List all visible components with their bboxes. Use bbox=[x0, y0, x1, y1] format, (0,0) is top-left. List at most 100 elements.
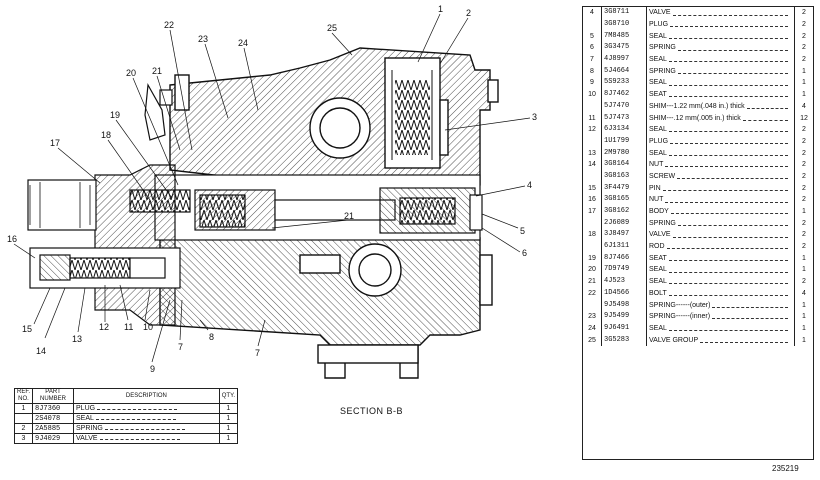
callout-12: 12 bbox=[99, 322, 109, 332]
leader-dashes bbox=[712, 302, 789, 308]
description-text: SEAL bbox=[76, 415, 94, 422]
part-description: PLUG bbox=[73, 403, 220, 414]
leader-dashes bbox=[668, 325, 788, 332]
part-number: 2S4078 bbox=[32, 413, 75, 424]
description-text: SEAL bbox=[649, 79, 667, 87]
leader-dashes bbox=[668, 278, 788, 285]
callout-18: 18 bbox=[101, 130, 111, 140]
part-description: ROD bbox=[647, 241, 795, 253]
part-description: SCREW bbox=[647, 171, 795, 183]
part-description: SEAT bbox=[647, 252, 795, 264]
part-description: PLUG bbox=[647, 136, 795, 148]
ref-number: 2 bbox=[13, 423, 34, 434]
quantity: 1 bbox=[218, 433, 239, 444]
ref-number bbox=[583, 299, 602, 311]
quantity: 1 bbox=[794, 310, 813, 323]
ref-number bbox=[583, 135, 602, 148]
callout-7: 7 bbox=[255, 348, 260, 358]
part-number: 3G8162 bbox=[601, 205, 647, 218]
quantity: 1 bbox=[794, 88, 813, 101]
part-number: 6J3134 bbox=[601, 123, 647, 136]
leader-dashes bbox=[742, 115, 788, 121]
description-text: SEAL bbox=[649, 149, 667, 157]
document-number: 235219 bbox=[772, 464, 799, 473]
part-number: 2J6089 bbox=[601, 217, 647, 230]
ref-number: 24 bbox=[583, 322, 602, 335]
description-text: SPRING------(inner) bbox=[649, 313, 711, 321]
quantity: 1 bbox=[794, 299, 813, 311]
part-number: 7M8485 bbox=[601, 30, 647, 43]
quantity: 2 bbox=[794, 170, 813, 183]
callout-1: 1 bbox=[438, 4, 443, 14]
left-assembly bbox=[27, 83, 191, 326]
description-text: BOLT bbox=[649, 289, 667, 297]
callout-22: 22 bbox=[164, 20, 174, 30]
part-number: 3G8163 bbox=[601, 170, 647, 183]
ref-number: 15 bbox=[583, 182, 602, 194]
part-number: 9J5498 bbox=[601, 299, 647, 311]
leader-dashes bbox=[670, 21, 789, 28]
spool-section bbox=[154, 174, 483, 241]
part-number: 3G8164 bbox=[601, 158, 647, 171]
callout-20: 20 bbox=[126, 68, 136, 78]
quantity: 1 bbox=[794, 252, 813, 265]
description-text: SPRING bbox=[649, 219, 676, 227]
ref-number bbox=[583, 170, 602, 183]
description-text: SHIM---1.22 mm(.048 in.) thick bbox=[649, 102, 745, 110]
quantity: 2 bbox=[794, 7, 813, 19]
ref-number bbox=[583, 217, 602, 230]
ref-number: 9 bbox=[583, 77, 602, 89]
part-number: 3J8497 bbox=[601, 229, 647, 241]
part-description: VALVE bbox=[73, 433, 220, 444]
part-description: BODY bbox=[647, 206, 795, 218]
part-description: SPRING------(outer) bbox=[647, 299, 795, 311]
section-title: SECTION B-B bbox=[340, 406, 404, 416]
callout-14: 14 bbox=[36, 346, 46, 356]
leader-dashes bbox=[668, 91, 788, 98]
callout-15: 15 bbox=[22, 324, 32, 334]
part-number: 3F4479 bbox=[601, 182, 647, 194]
quantity: 2 bbox=[794, 275, 813, 288]
part-description: SEAL bbox=[73, 413, 220, 424]
ref-number: 23 bbox=[583, 310, 602, 323]
quantity: 2 bbox=[794, 42, 813, 54]
leader-dashes bbox=[97, 404, 178, 410]
part-number: 2A5885 bbox=[32, 423, 75, 434]
description-text: ROD bbox=[649, 243, 665, 251]
callout-23: 23 bbox=[198, 34, 208, 44]
description-text: VALVE bbox=[649, 9, 671, 17]
leader-dashes bbox=[104, 424, 185, 430]
ref-number: 20 bbox=[583, 264, 602, 276]
ref-number: 14 bbox=[583, 158, 602, 171]
upper-body bbox=[169, 47, 499, 191]
part-number: 5J7470 bbox=[601, 100, 647, 113]
part-number: 8J7466 bbox=[601, 252, 647, 265]
part-description: SEAT bbox=[647, 89, 795, 101]
callout-9: 9 bbox=[150, 364, 155, 374]
part-description: VALVE GROUP bbox=[647, 334, 795, 346]
part-number: 5J7473 bbox=[601, 112, 647, 124]
quantity: 2 bbox=[794, 240, 813, 253]
leader-dashes bbox=[677, 45, 788, 51]
description-text: VALVE bbox=[649, 231, 671, 239]
description-text: SHIM---.12 mm(.005 in.) thick bbox=[649, 114, 741, 122]
part-number: 1D4566 bbox=[601, 287, 647, 300]
description-text: SPRING------(outer) bbox=[649, 301, 711, 309]
